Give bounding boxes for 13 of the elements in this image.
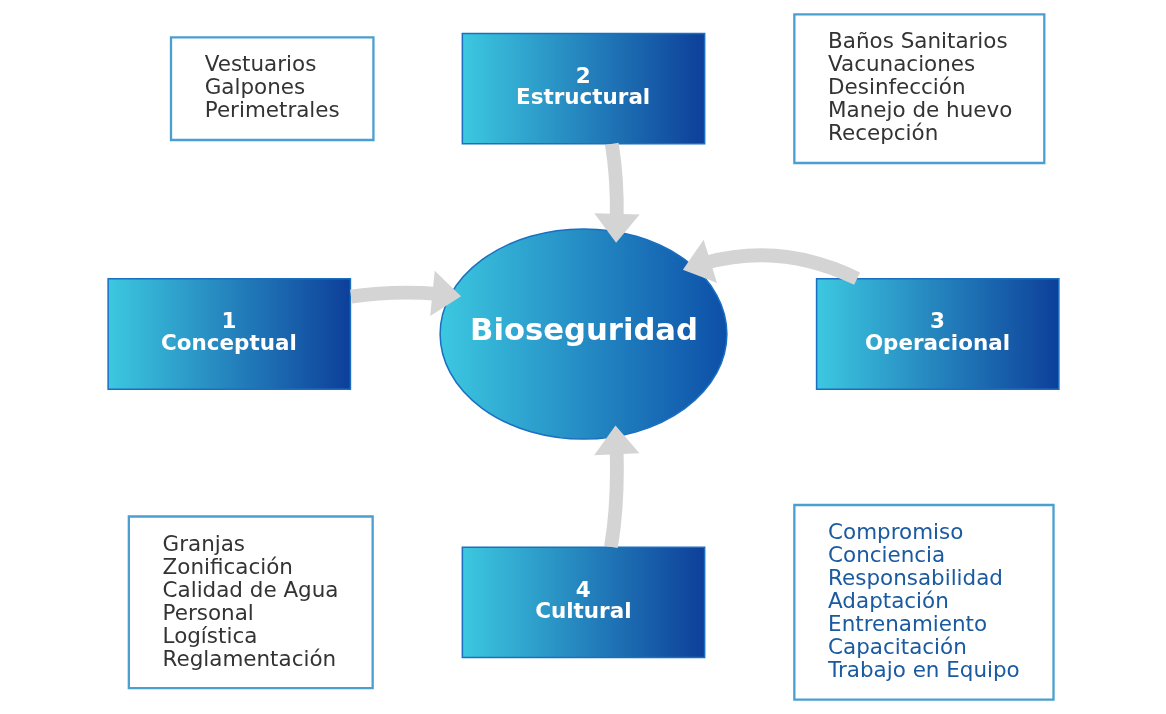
node-box: 2 Estructural bbox=[461, 32, 705, 145]
arrow bbox=[349, 270, 461, 316]
arrow bbox=[682, 239, 860, 285]
arrow bbox=[593, 142, 640, 243]
node-box: Baños Sanitarios Vacunaciones Desinfección Manejo de huevo Recepción bbox=[792, 13, 1045, 165]
node-box: 4 Cultural bbox=[461, 546, 705, 659]
node-ellipse: Bioseguridad bbox=[438, 228, 728, 440]
arrow bbox=[593, 425, 639, 548]
node-box: Granjas Zonificación Calidad de Agua Personal Logística Reglamentación bbox=[127, 515, 374, 690]
node-box: Compromiso Conciencia Responsabilidad Adaptación Entrenamiento Capacitación Trabajo en Equipo bbox=[792, 503, 1055, 701]
node-box: Vestuarios Galpones Perimetrales bbox=[169, 36, 375, 142]
node-box: 3 Operacional bbox=[815, 278, 1060, 390]
node-box: 1 Conceptual bbox=[106, 278, 351, 390]
